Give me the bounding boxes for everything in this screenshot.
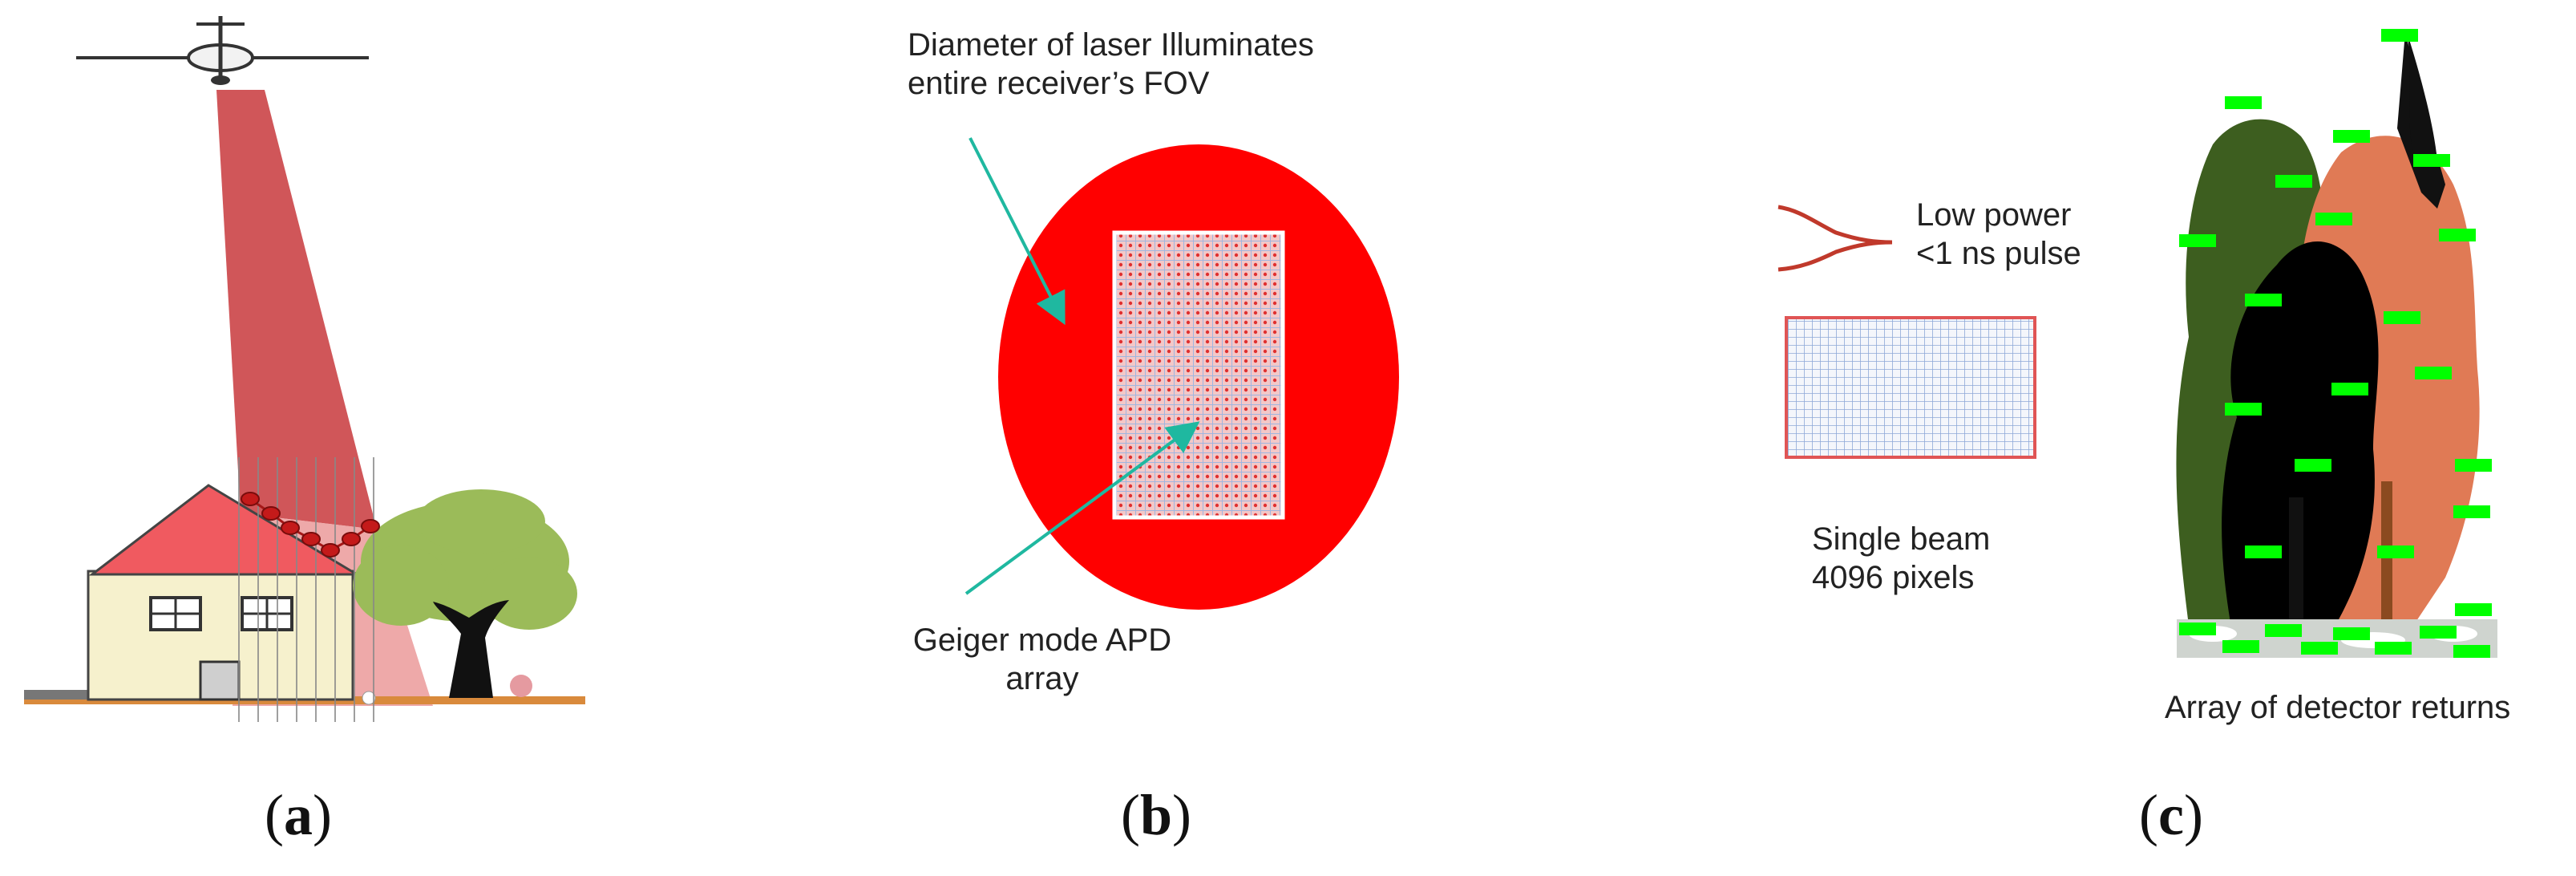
laser-diameter-label: Diameter of laser Illuminates entire rec… [908, 26, 1314, 103]
panel-a-illustration [24, 16, 585, 722]
panel-c-illustration [1777, 29, 2497, 659]
caption-a: (a) [265, 783, 332, 847]
house-icon [87, 484, 362, 701]
single-beam-grid [1785, 316, 2036, 459]
aircraft-icon [76, 16, 369, 85]
detector-return-markers [2179, 29, 2492, 658]
caption-a-letter: a [283, 783, 313, 847]
laser-cone [216, 90, 377, 529]
panel-b-illustration [964, 137, 1399, 610]
apd-array-label-line2: array [1005, 661, 1079, 696]
pulse-label-line2: <1 ns pulse [1916, 236, 2081, 271]
tree-icon [353, 489, 577, 705]
laser-return-points [241, 492, 380, 558]
beam-label-line2: 4096 pixels [1812, 560, 1975, 595]
laser-diameter-label-line1: Diameter of laser Illuminates [908, 27, 1314, 63]
caption-b: (b) [1121, 783, 1192, 847]
caption-c-letter: c [2157, 783, 2184, 847]
laser-label-arrow [969, 137, 1066, 326]
beam-label: Single beam 4096 pixels [1812, 520, 1990, 597]
pulse-label: Low power <1 ns pulse [1916, 196, 2081, 273]
apd-array-label: Geiger mode APD array [906, 621, 1179, 698]
pulse-waveform-icon [1777, 205, 1893, 272]
laser-diameter-label-line2: entire receiver’s FOV [908, 66, 1210, 101]
apd-array-label-line1: Geiger mode APD [912, 623, 1172, 658]
forest-icon [2176, 32, 2497, 659]
caption-c: (c) [2139, 783, 2203, 847]
apd-array-grid [1112, 230, 1285, 520]
detector-returns-label: Array of detector returns [2165, 690, 2511, 725]
caption-b-letter: b [1139, 783, 1173, 847]
beam-label-line1: Single beam [1812, 521, 1991, 557]
apd-label-arrow [964, 421, 1200, 595]
pulse-label-line1: Low power [1916, 197, 2072, 233]
